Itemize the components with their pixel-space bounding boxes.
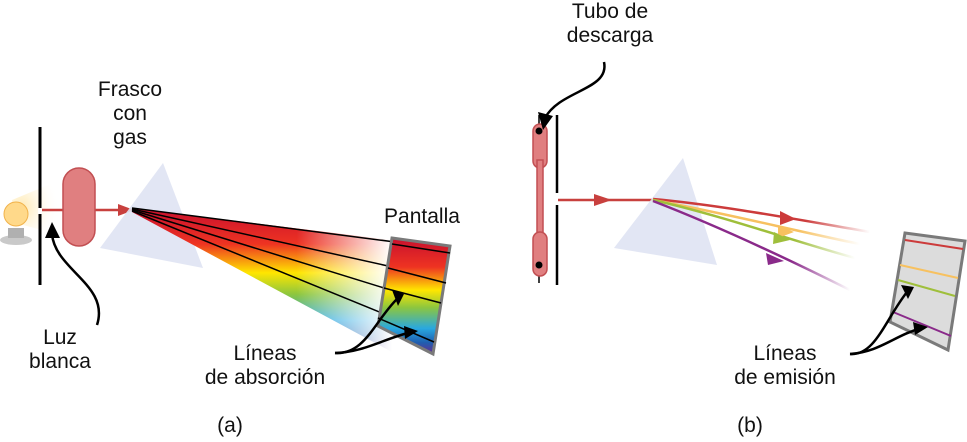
tube-label-line1: Tubo de	[571, 0, 649, 23]
white-light-label: Luz blanca	[20, 326, 100, 374]
continuous-spectrum-beam	[131, 200, 396, 355]
flask-label-line1: Frasco	[97, 78, 163, 101]
gas-flask	[62, 167, 96, 247]
absorption-line2: de absorción	[204, 366, 326, 389]
white-light-pointer	[50, 233, 101, 326]
tube-pointer	[543, 61, 606, 119]
absorption-line1: Líneas	[233, 342, 297, 365]
emission-line2: de emisión	[734, 366, 836, 389]
emission-screen	[888, 231, 967, 353]
emission-ray-purple	[652, 199, 851, 292]
emission-ray-orange	[652, 198, 861, 246]
absorption-lines-label: Líneas de absorción	[190, 342, 340, 390]
light-bulb-icon	[0, 180, 60, 245]
white-light-line2: blanca	[29, 350, 91, 373]
flask-label-line2: con	[113, 102, 147, 125]
tube-label: Tubo de descarga	[555, 0, 665, 48]
emission-lines-label: Líneas de emisión	[720, 342, 850, 390]
tube-label-line2: descarga	[566, 24, 654, 47]
flask-label-line3: gas	[113, 126, 147, 149]
absorption-screen	[376, 236, 452, 357]
emission-ray-red	[652, 197, 871, 234]
flask-label: Frasco con gas	[80, 78, 180, 150]
emission-pointer-2	[849, 326, 923, 356]
emission-ray-green	[652, 198, 856, 260]
beam-arrow-icon	[118, 204, 134, 216]
caption-a: (a)	[217, 414, 243, 437]
screen-label: Pantalla	[384, 205, 460, 228]
emission-line1: Líneas	[753, 342, 817, 365]
caption-b: (b)	[737, 414, 763, 437]
beam-arrow-b-icon	[594, 194, 612, 206]
absorption-pointer-2	[334, 330, 413, 355]
discharge-tube	[532, 115, 548, 283]
white-light-line1: Luz	[43, 326, 77, 349]
prism-b	[614, 158, 717, 265]
